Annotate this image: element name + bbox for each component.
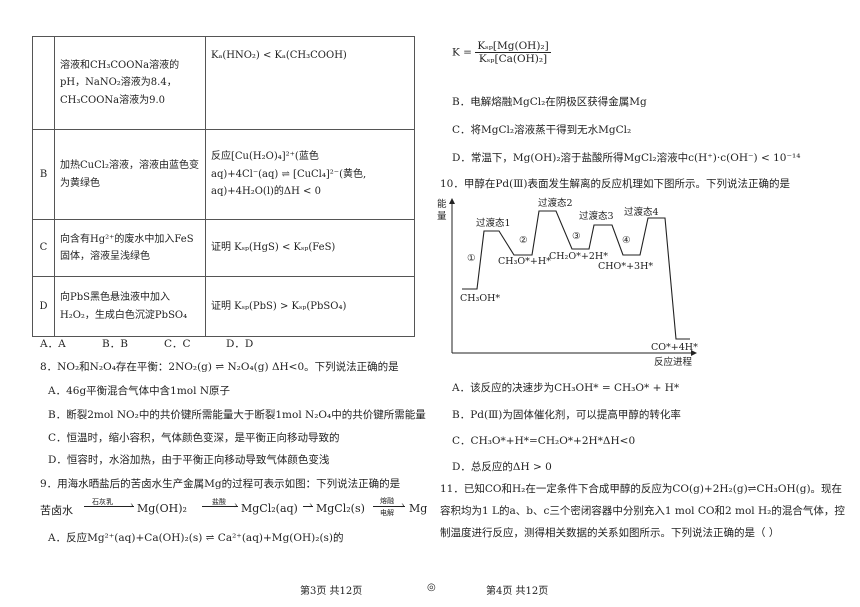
energy-diagram: 能 量 反应进程 过渡态1 过渡态2 过渡态3 过渡态4 ① ② ③ ④ CH₃… [437,197,698,368]
species-label: CHO*+3H* [598,261,653,272]
transition-state-label: 过渡态3 [579,210,614,222]
q7-table: 溶液和CH₃COONa溶液的 pH，NaNO₂溶液为8.4， CH₃COONa溶… [32,36,415,337]
choice-b[interactable]: B．B [102,338,128,350]
q9-k-expression: K = Kₛₚ[Mg(OH)₂] Kₛₚ[Ca(OH)₂] [452,40,551,65]
table-row: D 向PbS黑色悬浊液中加入 H₂O₂，生成白色沉淀PbSO₄ 证明 Kₛₚ(P… [32,276,415,337]
transition-state-label: 过渡态1 [476,217,511,229]
arrow-reagent-label: 熔融 [380,497,394,505]
q11-line: 容积均为1 L的a、b、c三个密闭容器中分别充入1 mol CO和2 mol H… [440,505,845,517]
q8-option-a[interactable]: A．46g平衡混合气体中含1mol N原子 [48,385,231,397]
table-row: B 加热CuCl₂溶液，溶液由蓝色变 为黄绿色 反应[Cu(H₂O)₄]²⁺(蓝… [32,129,415,220]
row-conclusion: 反应[Cu(H₂O)₄]²⁺(蓝色 aq)+4Cl⁻(aq) ⇌ [CuCl₄]… [205,129,415,220]
step-marker: ② [519,235,528,246]
k-numerator: Kₛₚ[Mg(OH)₂] [475,40,551,53]
flow-mgcl2-s: MgCl₂(s) [316,502,365,515]
q10-option-a[interactable]: A．该反应的决速步为CH₃OH* = CH₃O* + H* [452,382,680,394]
q9-stem: 9．用海水晒盐后的苦卤水生产金属Mg的过程可表示如图：下列说法正确的是 [40,478,401,490]
species-label: CH₃OH* [460,293,500,304]
q9-option-b[interactable]: B．电解熔融MgCl₂在阴极区获得金属Mg [452,96,647,108]
row-conclusion: 证明 Kₛₚ(HgS) < Kₛₚ(FeS) [205,219,415,277]
transition-state-label: 过渡态4 [624,206,659,218]
arrow-head-3: › [309,501,313,511]
x-axis-label: 反应进程 [654,356,693,368]
q11-line: 11．已知CO和H₂在一定条件下合成甲醇的反应为CO(g)+2H₂(g)⇌CH₃… [440,483,843,495]
flow-end: Mg [409,502,428,515]
arrow-head-1: › [130,501,134,511]
k-label: K = [452,46,472,59]
q8-option-b[interactable]: B．断裂2mol NO₂中的共价键所需能量大于断裂1mol N₂O₄中的共价键所… [48,409,426,421]
row-operation: 溶液和CH₃COONa溶液的 pH，NaNO₂溶液为8.4， CH₃COONa溶… [54,36,206,130]
row-label: D [32,276,55,337]
q10-option-c[interactable]: C．CH₃O*+H*=CH₂O*+2H*ΔH<0 [452,435,636,447]
arrow-reagent-label: 电解 [380,509,394,517]
species-label: CO*+4H* [651,342,698,353]
q9-option-a[interactable]: A．反应Mg²⁺(aq)+Ca(OH)₂(s) ⇌ Ca²⁺(aq)+Mg(OH… [48,532,344,544]
q11-line: 制温度进行反应，测得相关数据的关系如图所示。下列说法正确的是（ ） [440,527,780,539]
y-axis-label: 能 [437,198,447,210]
y-axis-label: 量 [437,211,447,222]
step-marker: ① [467,253,476,264]
flow-start: 苦卤水 [40,504,73,517]
choice-c[interactable]: C．C [164,338,191,350]
q9-option-d[interactable]: D．常温下，Mg(OH)₂溶于盐酸所得MgCl₂溶液中c(H⁺)·c(OH⁻) … [452,152,801,164]
table-row: 溶液和CH₃COONa溶液的 pH，NaNO₂溶液为8.4， CH₃COONa溶… [32,36,415,130]
transition-state-label: 过渡态2 [538,197,573,209]
q8-option-d[interactable]: D．恒容时，水浴加热，由于平衡正向移动导致气体颜色变浅 [48,454,330,466]
arrow-reagent-label: 盐酸 [212,498,226,506]
species-label: CH₂O*+2H* [549,251,608,262]
arrow-1 [84,506,134,507]
arrow-reagent-label: 石灰乳 [92,498,113,506]
arrow-head-2: › [234,501,238,511]
row-conclusion: Kₐ(HNO₂) < Kₐ(CH₃COOH) [205,36,415,130]
step-marker: ④ [622,235,631,246]
q10-option-d[interactable]: D．总反应的ΔH > 0 [452,461,552,473]
row-operation: 向PbS黑色悬浊液中加入 H₂O₂，生成白色沉淀PbSO₄ [54,276,206,337]
q10-option-b[interactable]: B．Pd(Ⅲ)为固体催化剂，可以提高甲醇的转化率 [452,409,681,421]
species-label: CH₃O*+H* [498,256,551,267]
row-label: B [32,129,55,220]
row-operation: 加热CuCl₂溶液，溶液由蓝色变 为黄绿色 [54,129,206,220]
choice-d[interactable]: D．D [226,338,254,350]
footer-center-mark: ◎ [427,582,436,593]
choice-a[interactable]: A．A [40,338,66,350]
table-row: C 向含有Hg²⁺的废水中加入FeS 固体，溶液呈浅绿色 证明 Kₛₚ(HgS)… [32,219,415,277]
arrow-2 [202,506,238,507]
flow-mgoh2: Mg(OH)₂ [137,502,187,515]
flow-mgcl2-aq: MgCl₂(aq) [241,502,298,515]
footer-page-right: 第4页 共12页 [486,586,549,597]
energy-profile [462,210,690,340]
footer-page-left: 第3页 共12页 [300,586,363,597]
row-label [32,36,55,130]
q8-stem: 8．NO₂和N₂O₄存在平衡：2NO₂(g) ⇌ N₂O₄(g) ΔH<0。下列… [40,361,399,373]
q7-choices: A．A B．B C．C D．D [40,336,288,351]
row-label: C [32,219,55,277]
arrow-head-4: › [401,501,405,511]
arrow-3 [303,506,313,507]
arrow-4 [373,506,405,507]
q10-stem: 10．甲醇在Pd(Ⅲ)表面发生解离的反应机理如下图所示。下列说法正确的是 [440,178,790,190]
q9-process-flow: 苦卤水 石灰乳 › Mg(OH)₂ 盐酸 › MgCl₂(aq) › MgCl₂… [40,496,427,524]
row-conclusion: 证明 Kₛₚ(PbS) > Kₛₚ(PbSO₄) [205,276,415,337]
q9-option-c[interactable]: C．将MgCl₂溶液蒸干得到无水MgCl₂ [452,124,632,136]
k-denominator: Kₛₚ[Ca(OH)₂] [478,53,548,65]
row-operation: 向含有Hg²⁺的废水中加入FeS 固体，溶液呈浅绿色 [54,219,206,277]
q8-option-c[interactable]: C．恒温时，缩小容积，气体颜色变深，是平衡正向移动导致的 [48,432,340,444]
step-marker: ③ [572,231,581,242]
